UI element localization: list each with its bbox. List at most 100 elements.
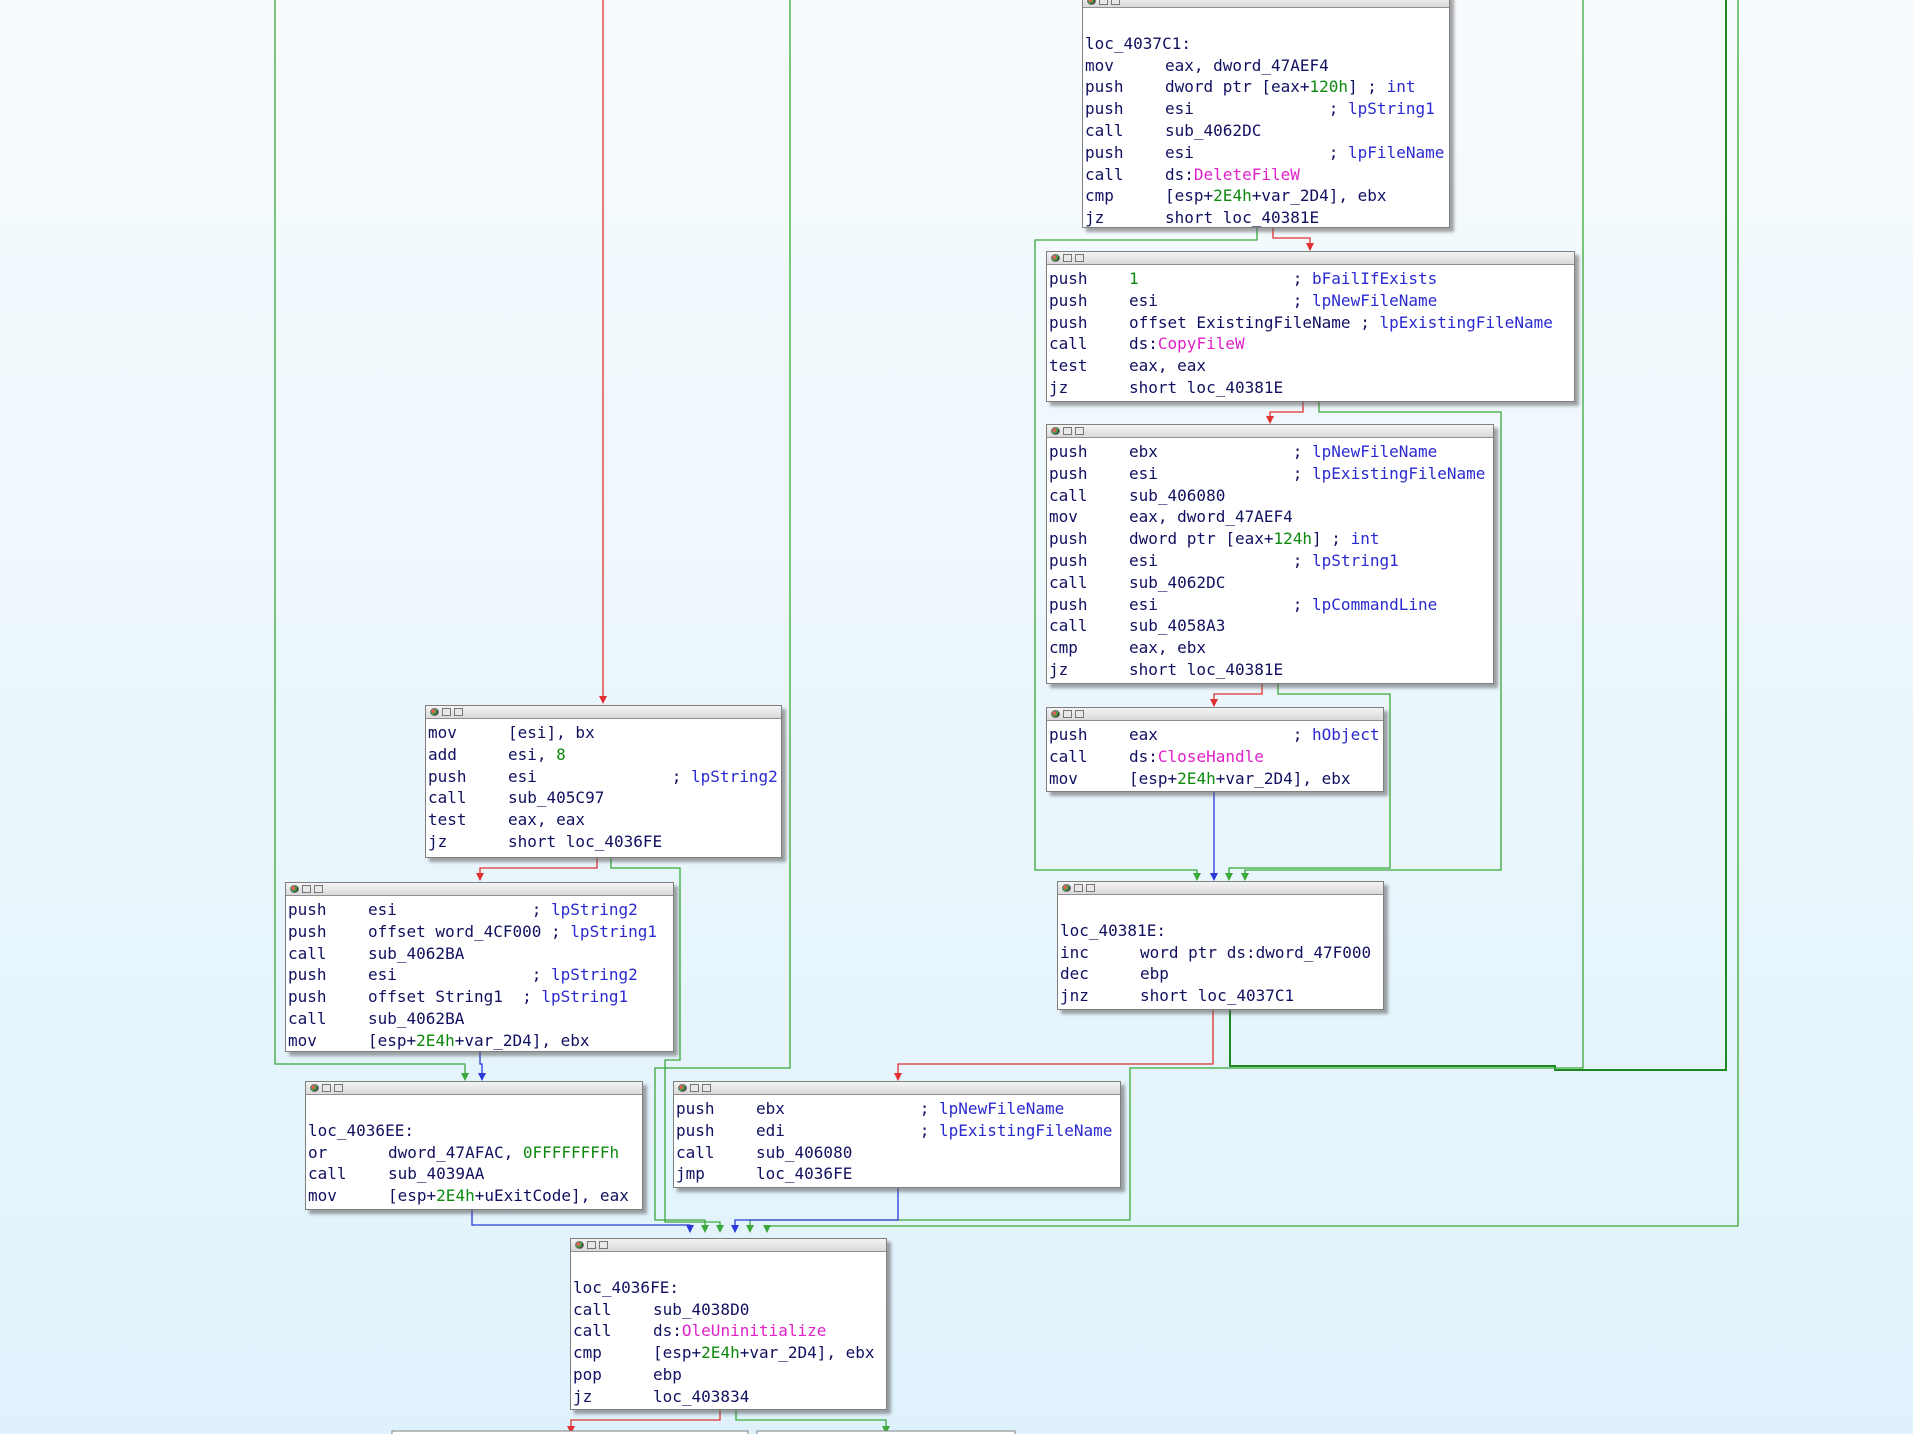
asm-api-name[interactable]: OleUninitialize — [681, 1321, 827, 1341]
asm-line[interactable]: mov[esp+2E4h+var_2D4], ebx — [1049, 768, 1381, 790]
node-edit-icon[interactable] — [322, 1084, 331, 1092]
node-color-icon[interactable] — [1051, 710, 1060, 718]
node-graph-icon[interactable] — [1075, 710, 1084, 718]
node-color-icon[interactable] — [678, 1084, 687, 1092]
asm-line[interactable]: loc_4037C1: — [1085, 33, 1447, 55]
node-edit-icon[interactable] — [690, 1084, 699, 1092]
node-header[interactable] — [1058, 882, 1383, 895]
node-edit-icon[interactable] — [1063, 710, 1072, 718]
node-graph-icon[interactable] — [1075, 254, 1084, 262]
node-color-icon[interactable] — [575, 1241, 584, 1249]
node-partial-bottom-right[interactable] — [756, 1430, 1016, 1434]
node-color-icon[interactable] — [430, 708, 439, 716]
node-edit-icon[interactable] — [1063, 427, 1072, 435]
node-header[interactable] — [1047, 708, 1383, 721]
asm-api-name[interactable]: CloseHandle — [1157, 746, 1264, 766]
node-color-icon[interactable] — [1062, 884, 1071, 892]
asm-label[interactable]: loc_40381E: — [1060, 920, 1166, 940]
node-edit-icon[interactable] — [587, 1241, 596, 1249]
node-graph-icon[interactable] — [1111, 0, 1120, 5]
node-edit-icon[interactable] — [1099, 0, 1108, 5]
node-header[interactable] — [426, 706, 781, 719]
node-graph-icon[interactable] — [334, 1084, 343, 1092]
node-color-icon[interactable] — [1051, 254, 1060, 262]
asm-line[interactable]: mov[esp+2E4h+uExitCode], eax — [308, 1185, 640, 1207]
node-edit-icon[interactable] — [1074, 884, 1083, 892]
node-graph-icon[interactable] — [454, 708, 463, 716]
node-edit-icon[interactable] — [1063, 254, 1072, 262]
node-header[interactable] — [1047, 252, 1574, 265]
asm-line[interactable]: loc_4036EE: — [308, 1120, 640, 1142]
asm-line[interactable]: mov[esp+2E4h+var_2D4], ebx — [288, 1030, 671, 1052]
node-header[interactable] — [1047, 425, 1493, 438]
node-header[interactable] — [571, 1239, 886, 1252]
node-graph-icon[interactable] — [314, 885, 323, 893]
asm-label[interactable]: loc_4036FE: — [573, 1277, 679, 1297]
node-partial-bottom-left[interactable] — [391, 1430, 749, 1434]
asm-api-name[interactable]: CopyFileW — [1157, 334, 1245, 354]
asm-line[interactable]: cmp[esp+2E4h+var_2D4], ebx — [1085, 185, 1447, 207]
asm-api-name[interactable]: DeleteFileW — [1193, 164, 1300, 184]
asm-line[interactable]: loc_4036FE: — [573, 1277, 884, 1299]
node-color-icon[interactable] — [290, 885, 299, 893]
asm-line[interactable]: cmp[esp+2E4h+var_2D4], ebx — [573, 1342, 884, 1364]
node-graph-icon[interactable] — [599, 1241, 608, 1249]
node-edit-icon[interactable] — [442, 708, 451, 716]
asm-line[interactable]: loc_40381E: — [1060, 920, 1381, 942]
node-graph-icon[interactable] — [702, 1084, 711, 1092]
node-color-icon[interactable] — [1087, 0, 1096, 5]
asm-label[interactable]: loc_4036EE: — [308, 1120, 414, 1140]
